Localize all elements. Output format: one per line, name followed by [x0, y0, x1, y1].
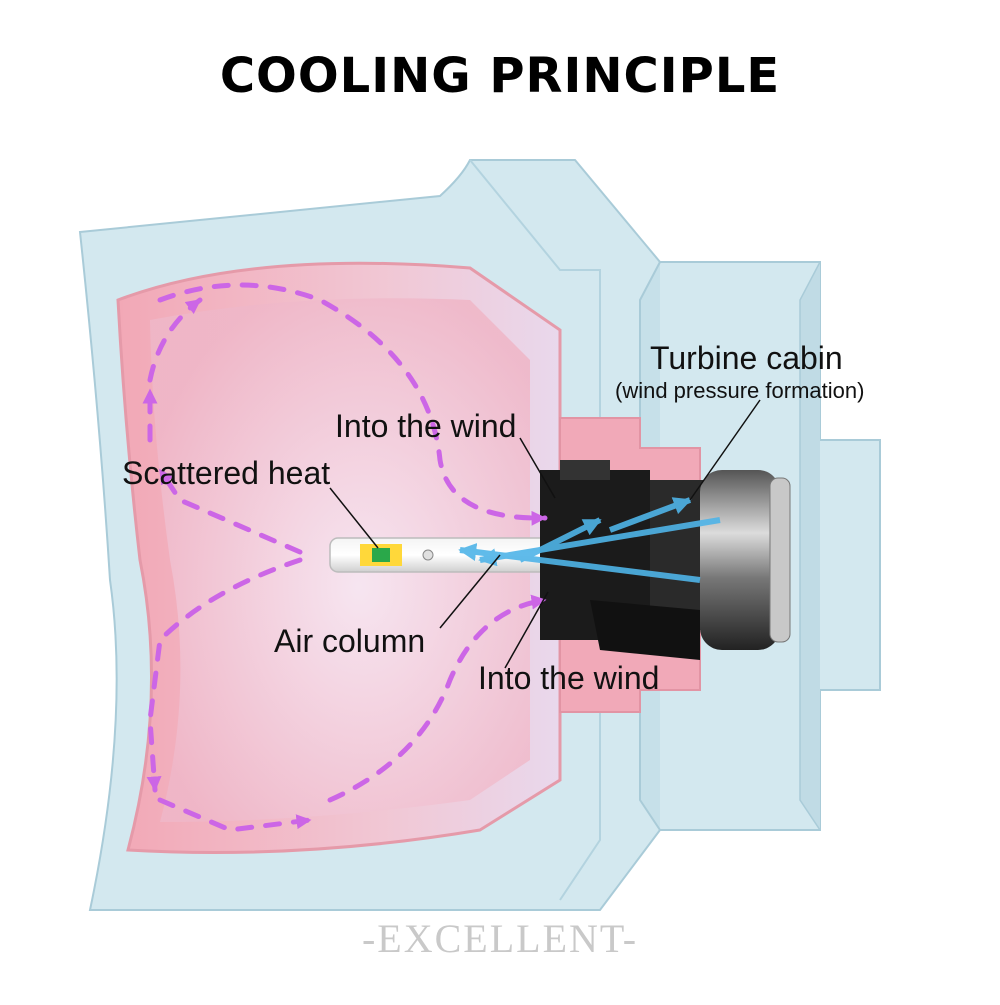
heat-flow-arrows: [142, 282, 548, 833]
page-title: COOLING PRINCIPLE: [219, 48, 781, 104]
label-into-wind-bottom: Into the wind: [478, 660, 660, 696]
label-scattered-heat: Scattered heat: [122, 455, 331, 491]
label-wind-pressure: (wind pressure formation): [615, 378, 865, 403]
label-turbine-cabin: Turbine cabin: [650, 340, 843, 376]
leader-lines: [329, 399, 761, 669]
heat-sink: [700, 470, 780, 650]
label-air-column: Air column: [274, 623, 426, 659]
led-bulb: [329, 460, 791, 660]
bulb-base: [540, 470, 650, 640]
label-into-wind-top: Into the wind: [335, 408, 517, 444]
watermark: -EXCELLENT-: [361, 916, 639, 961]
